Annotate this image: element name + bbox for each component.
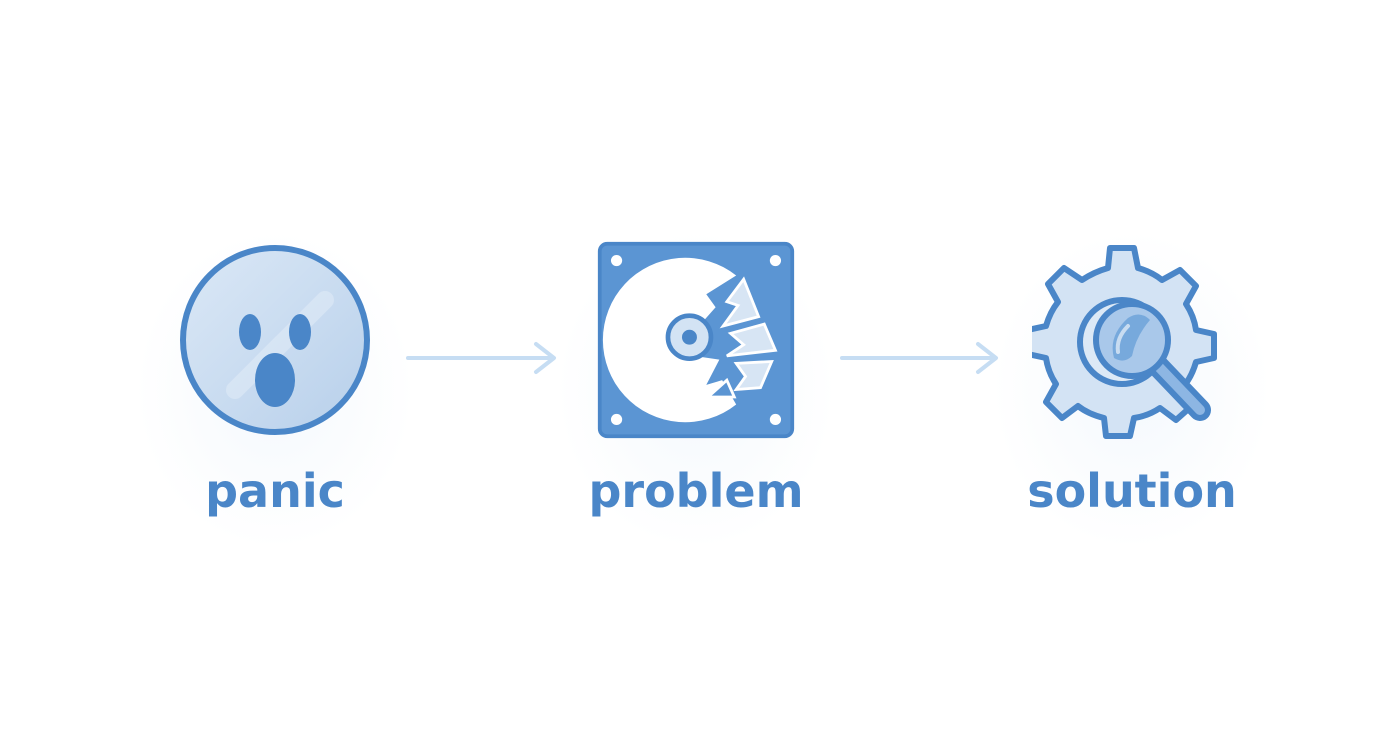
arrow-right-icon: [406, 342, 556, 374]
gear-magnifier-icon: [1032, 230, 1232, 450]
step-solution: solution: [972, 230, 1292, 550]
broken-hard-drive-icon: [596, 230, 796, 450]
step-label-panic: panic: [205, 464, 345, 518]
shocked-face-icon: [175, 230, 375, 450]
step-panic: panic: [115, 230, 435, 550]
step-label-solution: solution: [1027, 464, 1237, 518]
step-problem: problem: [536, 230, 856, 550]
step-label-problem: problem: [588, 464, 804, 518]
